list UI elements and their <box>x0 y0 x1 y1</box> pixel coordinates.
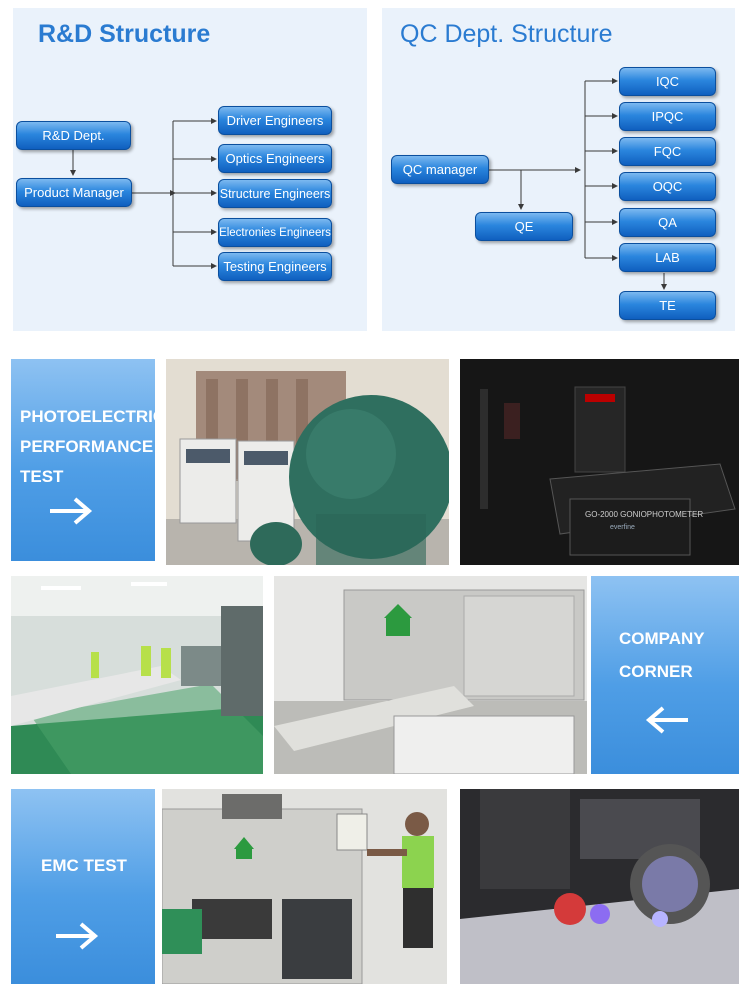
reflow-machine-photo <box>274 576 587 774</box>
company-line-1: COMPANY <box>619 629 705 648</box>
arrow-right-icon <box>56 922 99 950</box>
production-line-photo <box>11 576 263 774</box>
electronics-engineers-node: Electronies Engineers <box>218 218 332 247</box>
emc-test-card: EMC TEST <box>11 789 155 984</box>
goniophotometer-model-text: GO-2000 GONIOPHOTOMETER <box>585 510 703 519</box>
te-node: TE <box>619 291 716 320</box>
photoelectric-test-card: PHOTOELECTRIC PERFORMANCE TEST <box>11 359 165 561</box>
structure-engineers-node: Structure Engineers <box>218 179 332 208</box>
ipqc-node: IPQC <box>619 102 716 131</box>
qc-manager-node: QC manager <box>391 155 489 184</box>
integrating-sphere-photo <box>166 359 449 565</box>
rd-dept-node: R&D Dept. <box>16 121 131 150</box>
iqc-node: IQC <box>619 67 716 96</box>
emc-test-label: EMC TEST <box>41 856 127 875</box>
qc-title: QC Dept. Structure <box>400 20 613 48</box>
company-corner-card: COMPANY CORNER <box>591 576 739 774</box>
brand-text: everfine <box>610 524 635 531</box>
testing-engineers-node: Testing Engineers <box>218 252 332 281</box>
oqc-node: OQC <box>619 172 716 201</box>
qa-node: QA <box>619 208 716 237</box>
driver-engineers-node: Driver Engineers <box>218 106 332 135</box>
arrow-right-icon <box>50 497 93 525</box>
arrow-left-icon <box>645 706 688 734</box>
smt-machine-operator-photo <box>162 789 447 984</box>
company-line-2: CORNER <box>619 662 693 681</box>
rd-title: R&D Structure <box>38 20 211 48</box>
lab-node: LAB <box>619 243 716 272</box>
photoelectric-line-3: TEST <box>20 467 64 486</box>
fqc-node: FQC <box>619 137 716 166</box>
goniophotometer-photo: GO-2000 GONIOPHOTOMETER everfine <box>460 359 739 565</box>
led-placement-closeup-photo <box>460 789 739 984</box>
product-manager-node: Product Manager <box>16 178 132 207</box>
qe-node: QE <box>475 212 573 241</box>
photoelectric-line-1: PHOTOELECTRIC <box>20 407 166 426</box>
optics-engineers-node: Optics Engineers <box>218 144 332 173</box>
photoelectric-line-2: PERFORMANCE <box>20 437 154 456</box>
